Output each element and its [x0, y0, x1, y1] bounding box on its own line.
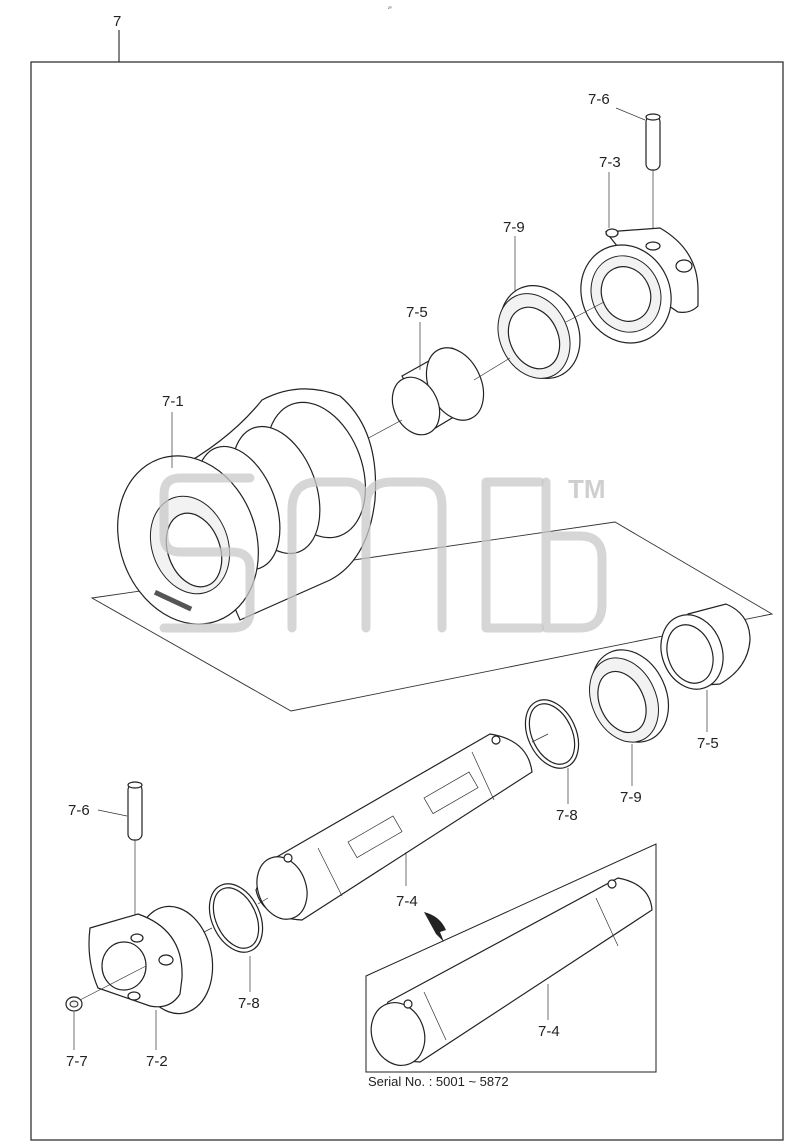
inset-panel: [365, 843, 657, 1073]
variant-arrow: [424, 912, 446, 942]
axis-line-c: [565, 301, 605, 323]
pin-7-6-left: [127, 781, 143, 936]
label-7-9-top: 7-9: [503, 219, 525, 236]
label-7-5-top: 7-5: [406, 304, 428, 321]
label-7-5-right: 7-5: [697, 735, 719, 752]
assembly-label: 7: [113, 13, 121, 30]
header-mark: ²⁰: [388, 6, 392, 12]
leader-7-6-top: [615, 107, 646, 121]
label-7-6-top: 7-6: [588, 91, 610, 108]
label-7-2: 7-2: [146, 1053, 168, 1070]
axis-line-f: [257, 897, 269, 905]
label-7-1: 7-1: [162, 393, 184, 410]
roller-7-1: [117, 388, 377, 625]
oring-7-8-left: [208, 883, 264, 953]
serial-note: Serial No. : 5001 ~ 5872: [368, 1074, 509, 1089]
bushing-7-5-right: [660, 603, 751, 690]
label-7-4-mid: 7-4: [396, 893, 418, 910]
collar-7-3: [580, 227, 699, 344]
seal-7-9-right: [589, 649, 670, 743]
seal-7-9-top: [497, 285, 581, 379]
pin-7-6-top: [645, 113, 661, 238]
plug-7-7: [65, 996, 83, 1012]
axis-line-d: [531, 733, 549, 743]
watermark-logo: TM: [159, 473, 607, 633]
collar-7-2: [79, 905, 214, 1015]
axis-line-b: [473, 357, 511, 381]
oring-7-8-right: [524, 699, 580, 769]
label-7-7: 7-7: [66, 1053, 88, 1070]
label-7-9-right: 7-9: [620, 789, 642, 806]
label-7-8-right: 7-8: [556, 807, 578, 824]
label-7-8-left: 7-8: [238, 995, 260, 1012]
label-7-3: 7-3: [599, 154, 621, 171]
bushing-7-5-top: [391, 347, 485, 436]
label-7-6-left: 7-6: [68, 802, 90, 819]
label-7-4-inset: 7-4: [538, 1023, 560, 1040]
shaft-7-4-inset: [370, 877, 653, 1066]
watermark-tm: TM: [568, 474, 606, 504]
leader-7-6-left: [97, 809, 128, 817]
diagram-frame: [30, 61, 784, 1141]
shaft-7-4: [255, 733, 533, 921]
